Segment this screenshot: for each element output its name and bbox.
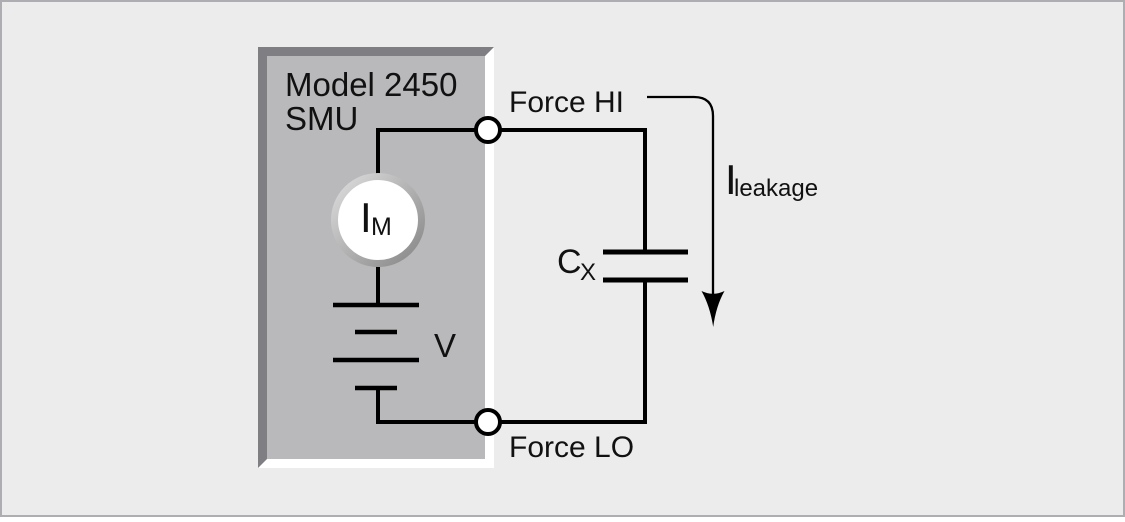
terminal-force-hi: [474, 116, 502, 144]
wire-external-hi: [496, 128, 647, 250]
leakage-arrowhead-icon: [701, 291, 725, 327]
leakage-label-subscript: leakage: [734, 175, 818, 202]
capacitor-label-subscript: X: [580, 259, 596, 286]
leakage-label-symbol: I: [725, 156, 737, 203]
leakage-arrow-line: [647, 95, 715, 298]
wire-internal-lo: [376, 390, 480, 424]
ammeter-label-subscript: M: [371, 213, 392, 241]
force-lo-label: Force LO: [509, 431, 634, 464]
smu-title-line2: SMU: [285, 100, 358, 137]
smu-title-line1: Model 2450: [285, 66, 457, 103]
terminal-force-lo: [474, 408, 502, 436]
capacitor-label-symbol: C: [557, 243, 582, 281]
ammeter: I M: [331, 173, 425, 267]
leakage-current-arrow: [647, 95, 725, 327]
ammeter-circle: [331, 173, 425, 267]
ammeter-label-symbol: I: [360, 194, 372, 241]
voltage-source: [333, 302, 419, 391]
wire-external-lo: [496, 282, 647, 424]
voltage-source-label: V: [434, 327, 456, 364]
capacitor-under-test: [603, 249, 688, 283]
force-hi-label: Force HI: [509, 86, 624, 119]
